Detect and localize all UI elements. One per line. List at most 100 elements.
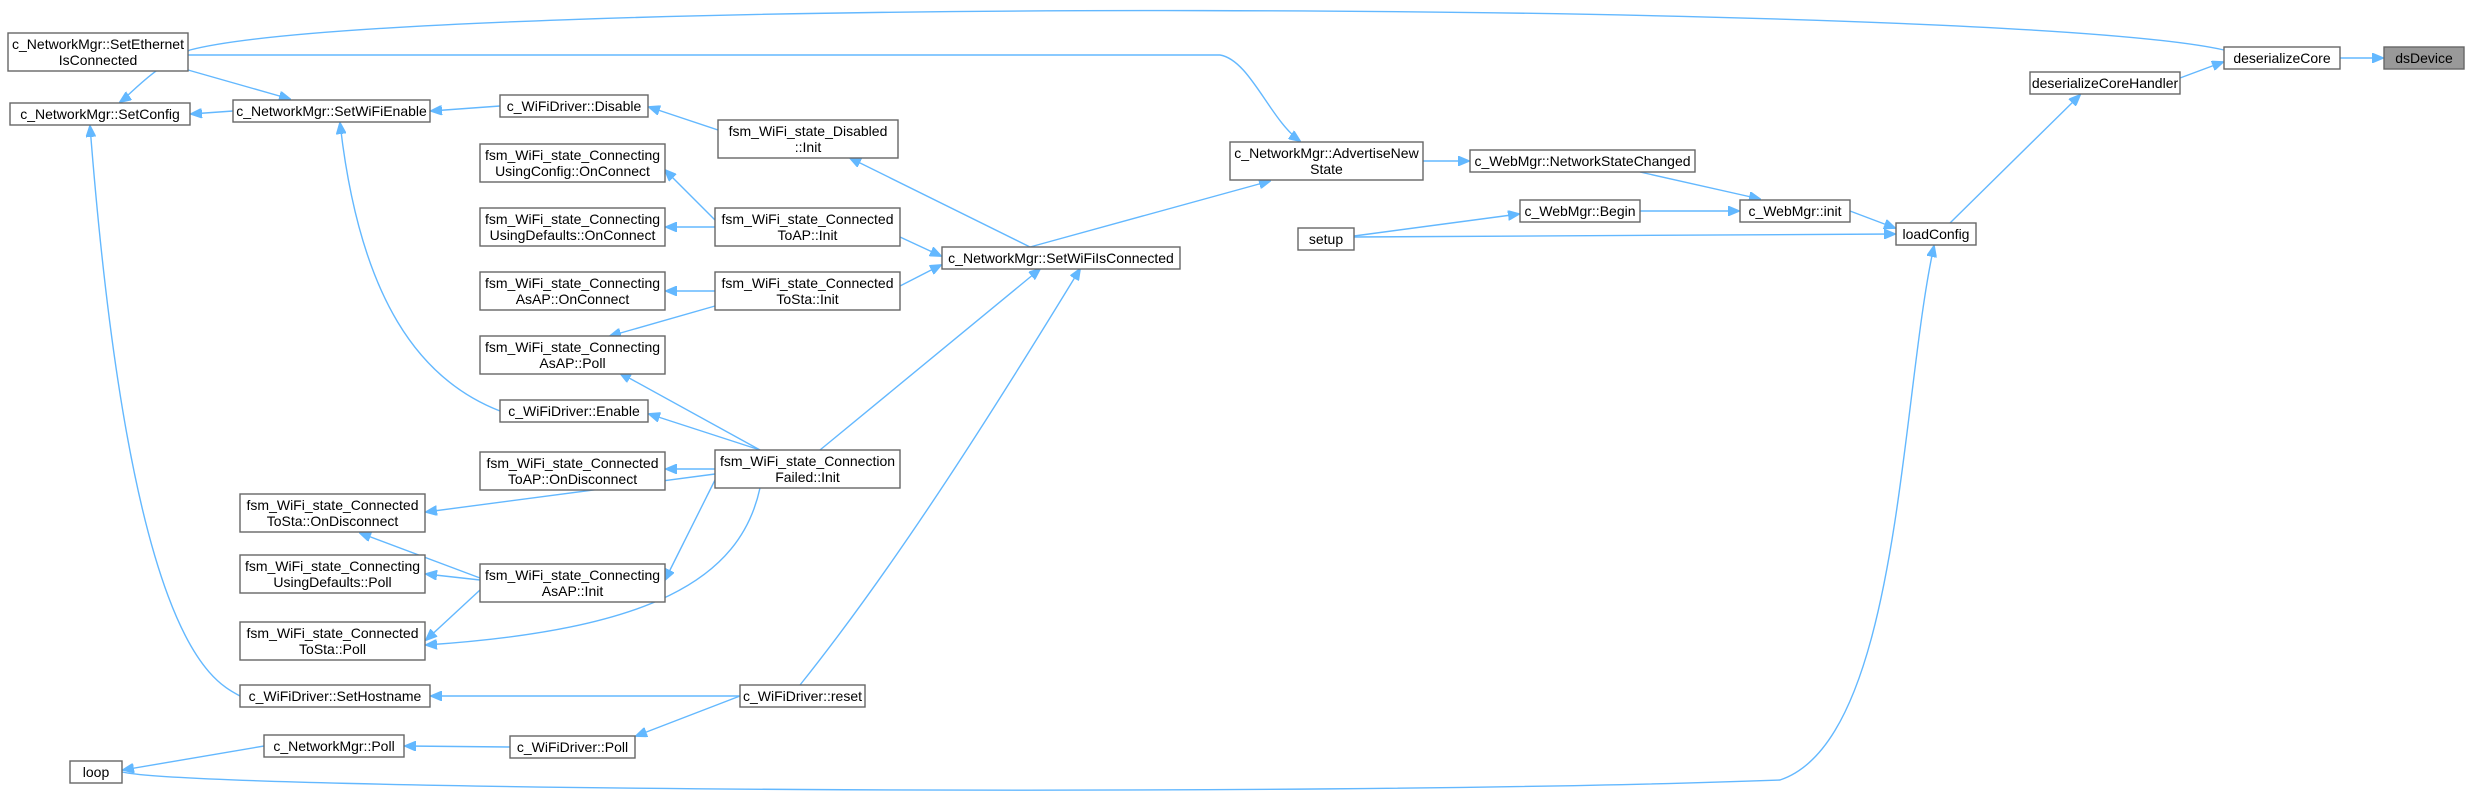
node-box	[263, 734, 405, 758]
node-dsdevice[interactable]: dsDevice	[2383, 46, 2465, 70]
edge-deserializecore-to-c-networkmgr-setconfig	[120, 9, 2225, 102]
node-c-networkmgr-setconfig[interactable]: c_NetworkMgr::SetConfig	[9, 102, 191, 126]
node-label: setup	[1309, 231, 1343, 247]
node-label: Failed::Init	[775, 469, 840, 485]
node-label: fsm_WiFi_state_Disabled	[729, 123, 888, 139]
node-label: UsingConfig::OnConnect	[495, 163, 650, 179]
node-fsm-wifi-state-connectingusingdefaults-poll[interactable]: fsm_WiFi_state_ConnectingUsingDefaults::…	[239, 554, 426, 594]
node-box	[239, 684, 431, 708]
node-c-webmgr-init[interactable]: c_WebMgr::init	[1739, 199, 1851, 223]
node-label: UsingDefaults::OnConnect	[490, 227, 656, 243]
node-box	[479, 335, 666, 375]
node-c-networkmgr-setwifienable[interactable]: c_NetworkMgr::SetWiFiEnable	[232, 99, 431, 123]
node-box	[479, 143, 666, 183]
node-setup[interactable]: setup	[1297, 227, 1355, 251]
edge-setup-to-loadconfig	[1353, 234, 1895, 237]
node-label: fsm_WiFi_state_Connection	[720, 453, 895, 469]
node-c-networkmgr-poll[interactable]: c_NetworkMgr::Poll	[263, 734, 405, 758]
node-label: AsAP::OnConnect	[516, 291, 630, 307]
node-label: ToSta::OnDisconnect	[267, 513, 399, 529]
node-label: c_NetworkMgr::AdvertiseNew	[1234, 145, 1419, 161]
node-box	[1229, 141, 1424, 181]
edge-fsm-wifi-state-connectedtosta-init-to-fsm-wifi-state-connectingasap-poll	[610, 305, 716, 336]
edge-setup-to-c-webmgr-begin	[1353, 214, 1519, 237]
node-box	[1519, 199, 1641, 223]
node-label: dsDevice	[2395, 50, 2453, 66]
node-label: fsm_WiFi_state_Connecting	[485, 567, 660, 583]
edges-layer	[90, 9, 2383, 791]
node-label: fsm_WiFi_state_Connected	[722, 211, 894, 227]
node-label: ToSta::Poll	[299, 641, 366, 657]
node-label: loadConfig	[1903, 226, 1970, 242]
node-label: ToAP::OnDisconnect	[508, 471, 637, 487]
node-fsm-wifi-state-connectingusingconfig-onconnect[interactable]: fsm_WiFi_state_ConnectingUsingConfig::On…	[479, 143, 666, 183]
node-loadconfig[interactable]: loadConfig	[1895, 222, 1977, 246]
edge-c-webmgr-networkstatechanged-to-c-webmgr-init	[1639, 171, 1760, 199]
node-fsm-wifi-state-connectedtosta-ondisconnect[interactable]: fsm_WiFi_state_ConnectedToSta::OnDisconn…	[239, 493, 426, 533]
node-c-webmgr-begin[interactable]: c_WebMgr::Begin	[1519, 199, 1641, 223]
node-c-wifidriver-poll[interactable]: c_WiFiDriver::Poll	[509, 735, 636, 759]
node-box	[941, 246, 1181, 270]
node-label: fsm_WiFi_state_Connecting	[485, 211, 660, 227]
node-label: loop	[83, 764, 110, 780]
node-c-wifidriver-disable[interactable]: c_WiFiDriver::Disable	[499, 94, 649, 118]
node-box	[499, 399, 649, 423]
edge-c-webmgr-init-to-loadconfig	[1849, 210, 1895, 228]
node-box	[717, 119, 899, 159]
node-label: c_NetworkMgr::SetWiFiIsConnected	[948, 250, 1174, 266]
node-label: fsm_WiFi_state_Connected	[247, 625, 419, 641]
node-box	[232, 99, 431, 123]
edge-c-networkmgr-setwifienable-to-c-networkmgr-setconfig	[191, 111, 234, 114]
node-label: fsm_WiFi_state_Connecting	[245, 558, 420, 574]
node-box	[9, 102, 191, 126]
node-label: fsm_WiFi_state_Connected	[247, 497, 419, 513]
node-c-wifidriver-reset[interactable]: c_WiFiDriver::reset	[739, 684, 866, 708]
node-c-webmgr-networkstatechanged[interactable]: c_WebMgr::NetworkStateChanged	[1469, 149, 1696, 173]
edge-c-wifidriver-poll-to-c-networkmgr-poll	[405, 746, 511, 747]
node-fsm-wifi-state-connectingusingdefaults-onconnect[interactable]: fsm_WiFi_state_ConnectingUsingDefaults::…	[479, 207, 666, 247]
node-deserializecorehandler[interactable]: deserializeCoreHandler	[2029, 71, 2181, 95]
edge-c-wifidriver-disable-to-c-networkmgr-setwifienable	[431, 106, 501, 111]
node-c-networkmgr-setwifiisconnected[interactable]: c_NetworkMgr::SetWiFiIsConnected	[941, 246, 1181, 270]
edge-c-networkmgr-setwifiisconnected-to-c-wifidriver-reset	[799, 269, 1080, 686]
node-box	[714, 271, 901, 311]
node-box	[479, 207, 666, 247]
node-c-wifidriver-sethostname[interactable]: c_WiFiDriver::SetHostname	[239, 684, 431, 708]
node-c-wifidriver-enable[interactable]: c_WiFiDriver::Enable	[499, 399, 649, 423]
node-box	[479, 451, 666, 491]
edge-c-networkmgr-setethernetisconnected-to-c-networkmgr-setwifienable	[187, 69, 290, 99]
node-label: fsm_WiFi_state_Connecting	[485, 147, 660, 163]
edge-c-wifidriver-reset-to-c-wifidriver-poll	[636, 695, 741, 736]
node-label: c_WiFiDriver::Poll	[517, 739, 628, 755]
node-box	[239, 621, 426, 661]
node-box	[1895, 222, 1977, 246]
edge-fsm-wifi-state-connectionfailed-init-to-fsm-wifi-state-connectedtosta-poll	[426, 487, 761, 645]
node-label: c_WebMgr::init	[1748, 203, 1841, 219]
edge-c-wifidriver-sethostname-to-c-networkmgr-setconfig	[90, 126, 241, 697]
node-label: c_WebMgr::Begin	[1524, 203, 1635, 219]
edge-fsm-wifi-state-connectionfailed-init-to-fsm-wifi-state-connectedtosta-ondisconnect	[426, 473, 716, 512]
node-loop[interactable]: loop	[69, 760, 123, 784]
edge-c-networkmgr-setwifiisconnected-to-fsm-wifi-state-connectionfailed-init	[819, 269, 1040, 451]
node-deserializecore[interactable]: deserializeCore	[2223, 46, 2341, 70]
node-fsm-wifi-state-connectedtoap-ondisconnect[interactable]: fsm_WiFi_state_ConnectedToAP::OnDisconne…	[479, 451, 666, 491]
node-label: fsm_WiFi_state_Connecting	[485, 275, 660, 291]
node-box	[479, 271, 666, 311]
node-label: c_NetworkMgr::SetWiFiEnable	[236, 103, 427, 119]
node-fsm-wifi-state-disabled-init[interactable]: fsm_WiFi_state_Disabled::Init	[717, 119, 899, 159]
node-label: c_WiFiDriver::reset	[743, 688, 862, 704]
node-label: c_WebMgr::NetworkStateChanged	[1474, 153, 1690, 169]
node-box	[2383, 46, 2465, 70]
node-box	[714, 207, 901, 247]
node-label: deserializeCore	[2233, 50, 2330, 66]
